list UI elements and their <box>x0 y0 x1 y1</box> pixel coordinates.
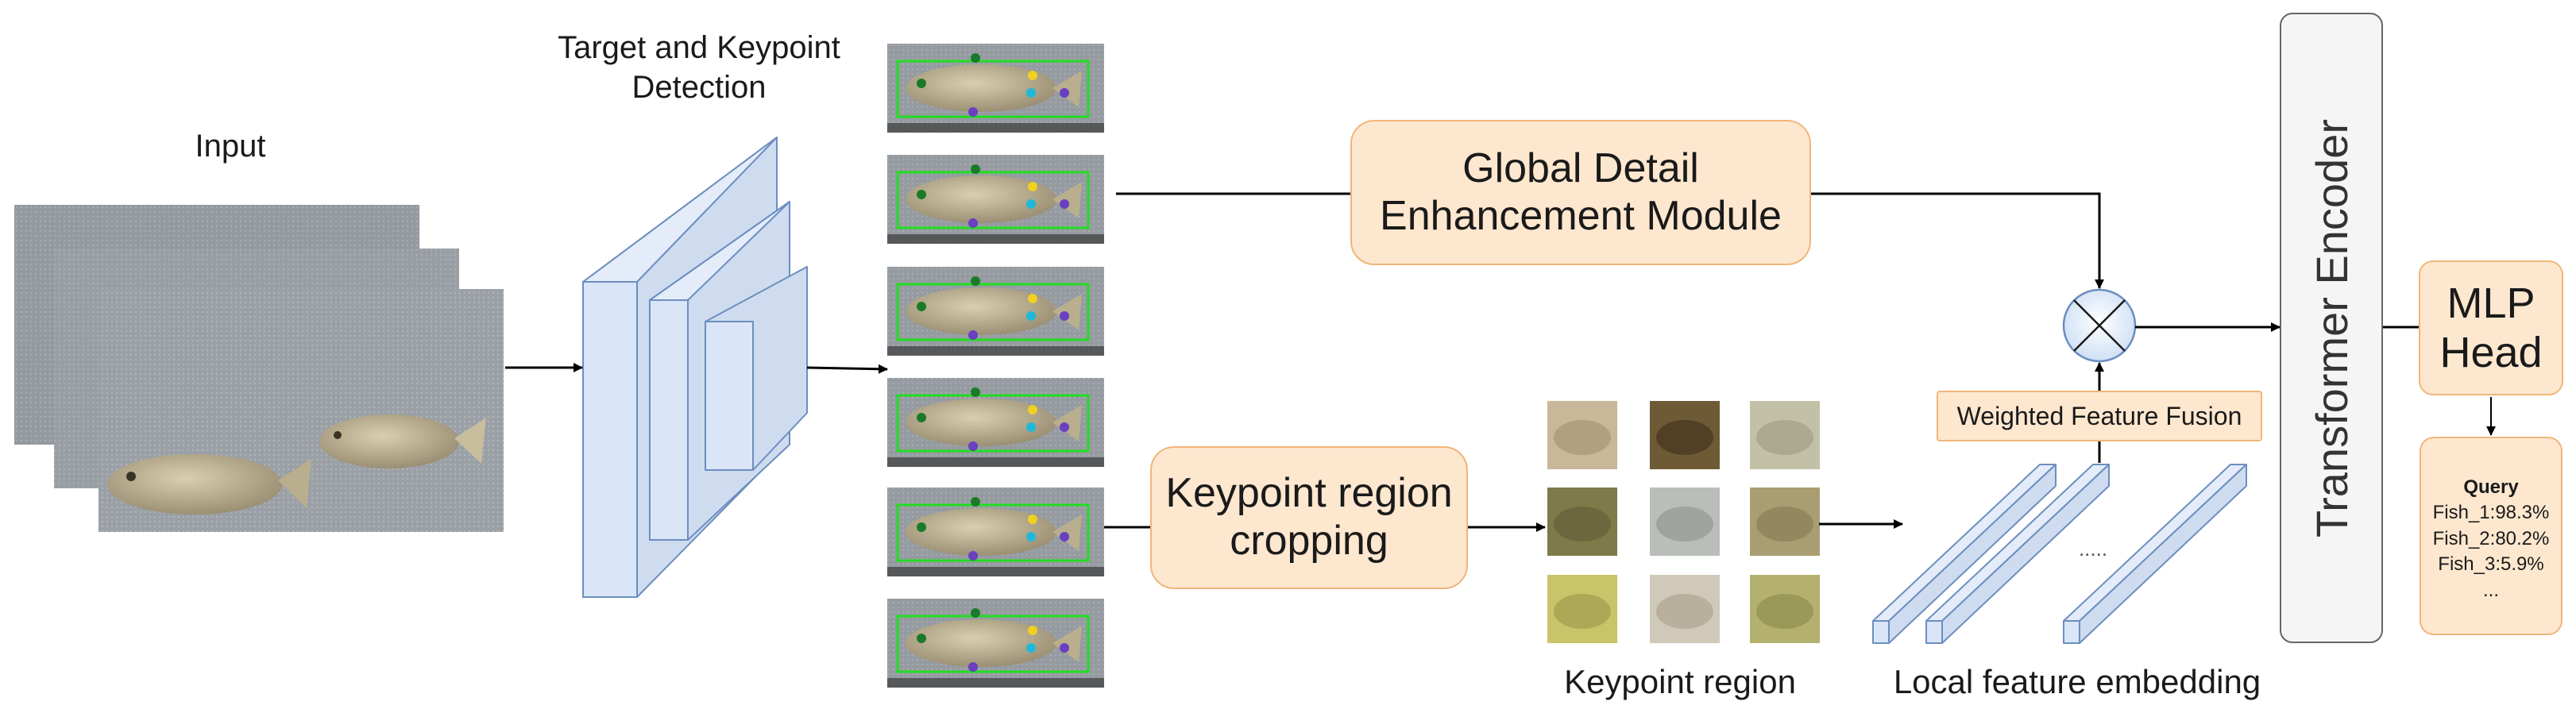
query-result-item: Fish_3:5.9% <box>2438 553 2544 576</box>
keypoint-patch <box>1650 488 1720 556</box>
keypoint-marker <box>968 107 978 117</box>
detected-fish-thumbnail <box>887 267 1104 356</box>
keypoint-marker <box>917 302 926 311</box>
keypoint-marker <box>917 522 926 532</box>
crop-module-line2: cropping <box>1230 518 1388 564</box>
detection-results <box>887 44 1104 688</box>
bounding-box <box>896 615 1090 673</box>
keypoint-patch <box>1547 401 1617 469</box>
bounding-box <box>896 503 1090 562</box>
arrow-detection-to-results <box>806 364 888 374</box>
keypoint-marker <box>1026 422 1036 432</box>
local-feature-embedding <box>1872 464 2247 644</box>
weighted-feature-fusion-module: Weighted Feature Fusion <box>1937 391 2262 441</box>
detection-network <box>582 137 808 598</box>
keypoint-patch <box>1750 575 1820 643</box>
keypoint-marker <box>968 218 978 228</box>
keypoint-patch <box>1547 575 1617 643</box>
keypoint-marker <box>1028 182 1037 191</box>
keypoint-marker <box>971 608 980 618</box>
keypoint-region-grid <box>1547 401 1820 643</box>
keypoint-marker <box>968 662 978 672</box>
global-module-line1: Global Detail <box>1462 145 1699 191</box>
keypoint-marker <box>1026 88 1036 98</box>
detection-label-line2: Detection <box>631 70 767 105</box>
crop-module-line1: Keypoint region <box>1165 470 1453 517</box>
transformer-encoder: Transformer Encoder <box>2280 13 2383 643</box>
keypoint-marker <box>1026 643 1036 653</box>
keypoint-marker <box>968 330 978 340</box>
detection-label: Target and Keypoint Detection <box>524 28 874 107</box>
detection-label-line1: Target and Keypoint <box>558 30 840 65</box>
global-detail-enhancement-module: Global Detail Enhancement Module <box>1350 120 1811 265</box>
embedding-bar <box>1925 464 2110 644</box>
keypoint-patch <box>1650 575 1720 643</box>
keypoint-marker <box>1028 626 1037 635</box>
keypoint-marker <box>1028 71 1037 80</box>
bounding-box <box>896 394 1090 453</box>
keypoint-marker <box>1060 532 1069 541</box>
ellipsis-label: ..... <box>2078 537 2108 561</box>
mlp-head: MLP Head <box>2419 260 2563 395</box>
keypoint-patch <box>1547 488 1617 556</box>
bounding-box <box>896 283 1090 341</box>
neck-block-front <box>649 299 689 541</box>
keypoint-marker <box>968 441 978 451</box>
mlp-head-line2: Head <box>2439 329 2543 376</box>
transformer-encoder-label: Transformer Encoder <box>2306 118 2357 538</box>
detected-fish-thumbnail <box>887 599 1104 688</box>
detected-fish-thumbnail <box>887 488 1104 576</box>
backbone-block-front <box>582 281 638 598</box>
bounding-box <box>896 171 1090 229</box>
keypoint-region-label: Keypoint region <box>1564 663 1796 700</box>
input-image-stack <box>14 205 504 532</box>
keypoint-marker <box>971 497 980 507</box>
keypoint-marker <box>917 190 926 199</box>
embedding-bar <box>2063 464 2247 644</box>
detected-fish-thumbnail <box>887 44 1104 133</box>
keypoint-marker <box>917 79 926 88</box>
keypoint-marker <box>1028 405 1037 414</box>
fusion-operator <box>2062 288 2137 363</box>
detected-fish-thumbnail <box>887 378 1104 467</box>
keypoint-marker <box>1060 88 1069 98</box>
keypoint-patch <box>1750 401 1820 469</box>
embedding-bar <box>1872 464 2057 644</box>
keypoint-marker <box>1060 643 1069 653</box>
keypoint-marker <box>1028 515 1037 524</box>
keypoint-marker <box>917 413 926 422</box>
fish-image <box>107 454 311 515</box>
query-results-panel: Query Fish_1:98.3% Fish_2:80.2% Fish_3:5… <box>2420 437 2562 635</box>
keypoint-marker <box>917 634 926 643</box>
query-result-item: Fish_1:98.3% <box>2432 502 2550 524</box>
keypoint-patch <box>1750 488 1820 556</box>
keypoint-patch <box>1650 401 1720 469</box>
keypoint-marker <box>971 53 980 63</box>
query-title: Query <box>2463 476 2519 498</box>
head-block-front <box>705 321 754 471</box>
keypoint-marker <box>1060 422 1069 432</box>
keypoint-marker <box>971 164 980 174</box>
keypoint-marker <box>1026 199 1036 209</box>
keypoint-marker <box>971 387 980 397</box>
input-label: Input <box>195 129 266 164</box>
local-feature-label: Local feature embedding <box>1893 663 2261 700</box>
keypoint-marker <box>1026 532 1036 541</box>
keypoint-marker <box>968 551 978 561</box>
keypoint-marker <box>1028 294 1037 303</box>
keypoint-marker <box>1026 311 1036 321</box>
detected-fish-thumbnail <box>887 155 1104 244</box>
keypoint-marker <box>971 276 980 286</box>
keypoint-marker <box>1060 311 1069 321</box>
keypoint-marker <box>1060 199 1069 209</box>
fish-image <box>319 414 486 468</box>
global-module-line2: Enhancement Module <box>1380 192 1782 239</box>
bounding-box <box>896 60 1090 118</box>
query-result-item: Fish_2:80.2% <box>2432 527 2550 549</box>
query-result-item: ... <box>2482 579 2499 601</box>
keypoint-cropping-module: Keypoint region cropping <box>1150 446 1468 589</box>
mlp-head-line1: MLP <box>2447 279 2535 327</box>
